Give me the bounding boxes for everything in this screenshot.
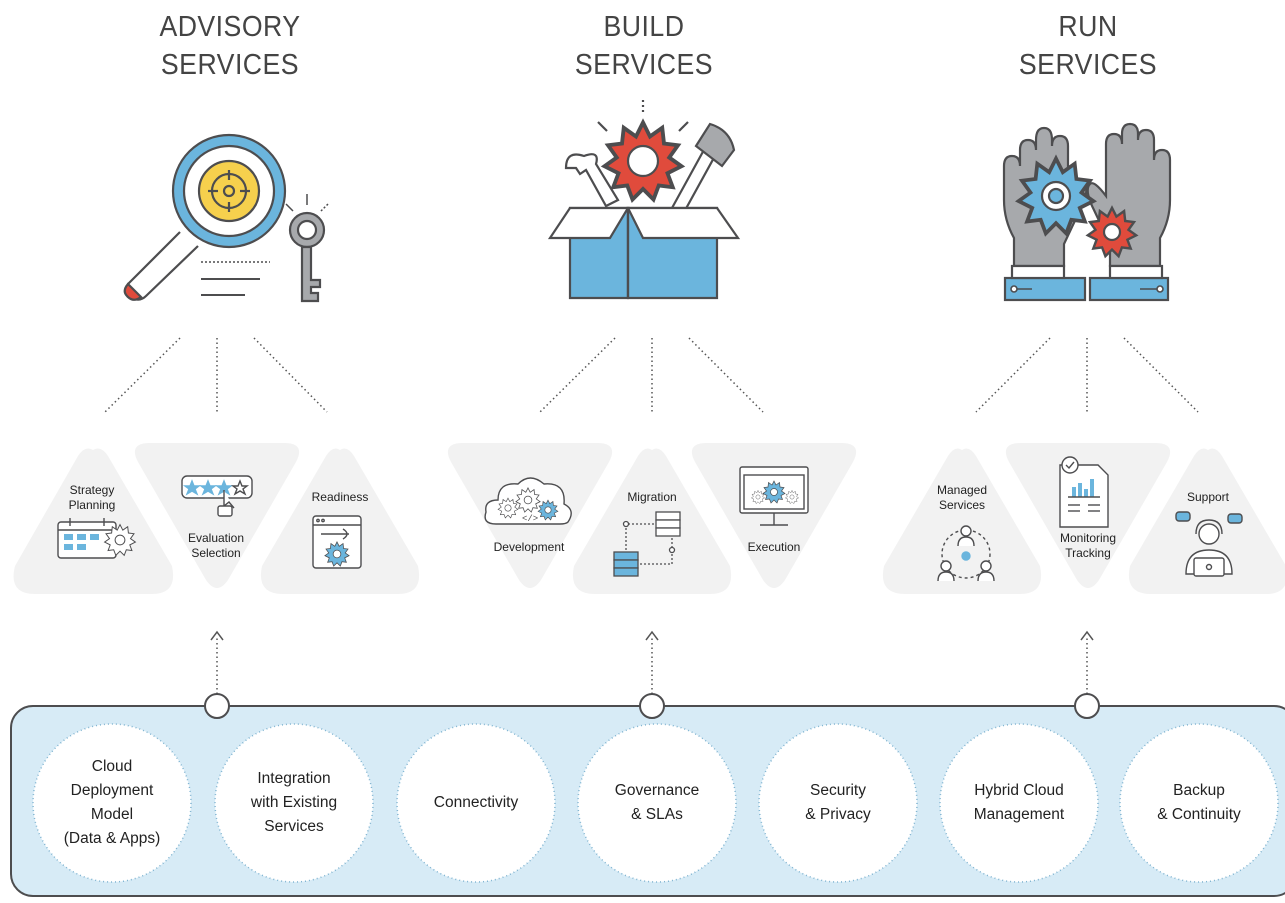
foundation-circle <box>577 723 737 883</box>
label-line: Services <box>264 818 324 835</box>
label-line: Managed <box>936 483 988 497</box>
label-line: & Privacy <box>805 806 871 823</box>
label-line: Support <box>1186 490 1230 504</box>
connector-run <box>1074 630 1100 719</box>
label-line: Execution <box>747 540 801 554</box>
label-line: Tracking <box>1065 546 1111 560</box>
label-strategy-planning: Strategy Planning <box>37 483 147 513</box>
cloud-code-icon: </> <box>484 477 572 525</box>
triangle-evaluation <box>134 443 300 588</box>
monitor-gears-icon <box>739 466 809 526</box>
label-line: Development <box>493 540 565 554</box>
label-line: with Existing <box>250 794 338 811</box>
label-support: Support <box>1153 490 1263 505</box>
label-line: Services <box>938 498 985 512</box>
foundation-label-backup: Backup & Continuity <box>1124 779 1274 827</box>
label-execution: Execution <box>719 540 829 555</box>
triangle-support <box>1129 448 1285 594</box>
foundation-circle <box>214 723 374 883</box>
foundation-circle <box>1119 723 1279 883</box>
foundation-circle <box>32 723 192 883</box>
foundation-label-security: Security & Privacy <box>763 779 913 827</box>
label-managed-services: Managed Services <box>907 483 1017 513</box>
star-rating-icon <box>181 475 253 517</box>
title-line: SERVICES <box>574 49 714 81</box>
label-line: Deployment <box>70 782 154 799</box>
magnifier-target-key-icon <box>123 133 329 303</box>
label-development: Development <box>474 540 584 555</box>
toolbox-gear-icon <box>547 100 741 300</box>
calendar-gear-icon <box>57 518 136 559</box>
foundation-label-connectivity: Connectivity <box>401 791 551 815</box>
foundation-circle <box>396 723 556 883</box>
title-line: BUILD <box>603 11 685 43</box>
server-migration-icon <box>613 511 681 577</box>
label-line: Migration <box>627 490 677 504</box>
label-line: Connectivity <box>433 794 519 811</box>
label-line: Backup <box>1173 782 1225 799</box>
fan-lines <box>104 337 1199 413</box>
label-line: Integration <box>257 770 331 787</box>
foundation-label-hybrid-cloud: Hybrid Cloud Management <box>944 779 1094 827</box>
label-line: Selection <box>191 546 241 560</box>
column-title-build: BUILD SERVICES <box>524 8 763 84</box>
label-readiness: Readiness <box>285 490 395 505</box>
triangle-strategy <box>13 448 174 594</box>
foundation-circle <box>758 723 918 883</box>
title-line: ADVISORY <box>159 11 301 43</box>
label-line: Monitoring <box>1059 531 1117 545</box>
label-line: Hybrid Cloud <box>974 782 1064 799</box>
connector-build <box>639 630 665 719</box>
label-monitoring-tracking: Monitoring Tracking <box>1033 531 1143 561</box>
label-line: Management <box>973 806 1065 823</box>
connector-advisory <box>204 630 230 719</box>
foundation-circles <box>32 723 1279 883</box>
label-line: Cloud <box>91 758 133 775</box>
label-evaluation-selection: Evaluation Selection <box>161 531 271 561</box>
label-line: Evaluation <box>187 531 245 545</box>
browser-wrench-gear-icon <box>312 515 362 569</box>
title-line: SERVICES <box>160 49 300 81</box>
triangle-managed <box>882 448 1042 594</box>
label-line: Security <box>810 782 866 799</box>
triangle-migration <box>572 448 732 594</box>
label-line: & Continuity <box>1157 806 1241 823</box>
label-line: Planning <box>68 498 116 512</box>
label-line: (Data & Apps) <box>63 830 161 847</box>
column-title-run: RUN SERVICES <box>968 8 1207 84</box>
foundation-label-integration: Integration with Existing Services <box>219 767 369 839</box>
label-line: Governance <box>614 782 700 799</box>
title-line: SERVICES <box>1018 49 1158 81</box>
report-chart-icon <box>1059 456 1109 528</box>
foundation-circle <box>939 723 1099 883</box>
label-line: Strategy <box>69 483 115 497</box>
label-line: Readiness <box>311 490 369 504</box>
title-line: RUN <box>1058 11 1118 43</box>
label-migration: Migration <box>597 490 707 505</box>
label-line: Model <box>90 806 134 823</box>
foundation-label-governance: Governance & SLAs <box>582 779 732 827</box>
label-line: & SLAs <box>631 806 683 823</box>
column-title-advisory: ADVISORY SERVICES <box>110 8 349 84</box>
hands-gears-icon <box>1002 122 1172 302</box>
headset-agent-icon <box>1175 511 1243 577</box>
team-network-icon <box>937 525 995 582</box>
foundation-label-cloud-deployment: Cloud Deployment Model (Data & Apps) <box>37 755 187 851</box>
svg-text:</>: </> <box>522 514 538 524</box>
